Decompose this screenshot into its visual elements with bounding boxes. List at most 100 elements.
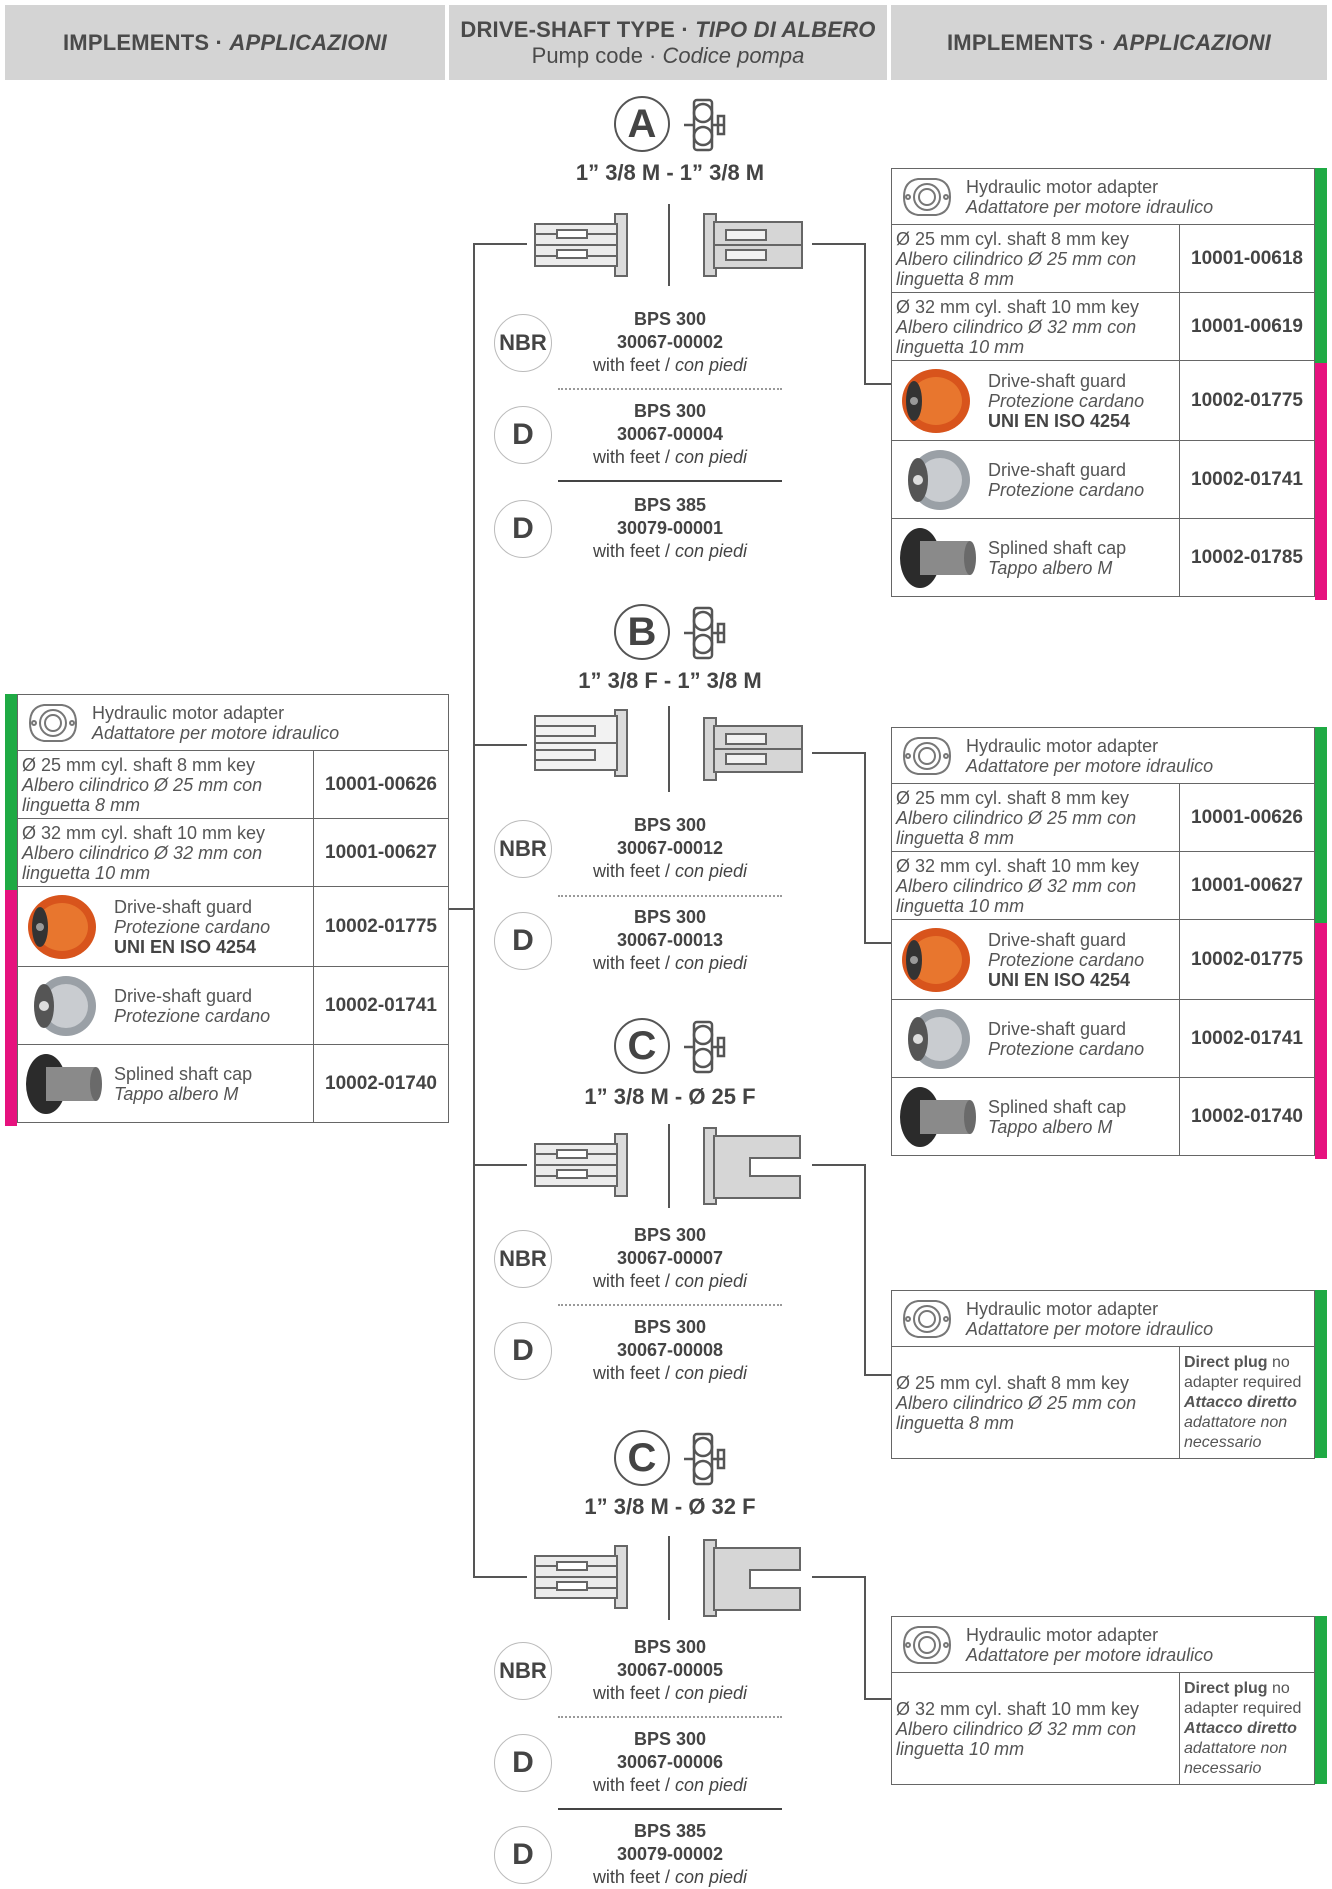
part-code: 10001-00619 (1179, 292, 1315, 361)
pump-entry: BPS 300 30067-00013 with feet / con piedi (550, 906, 790, 975)
right-link-c1-h1 (812, 1164, 866, 1166)
metal-guard-icon (908, 449, 970, 510)
guard-title: Drive-shaft guard (988, 459, 1127, 480)
cap-title-it: Tappo albero M (114, 1083, 239, 1104)
coupling-divider (668, 1536, 670, 1620)
part-code: 10002-01741 (313, 966, 449, 1045)
adapter-title-it: Adattatore per motore idraulico (966, 755, 1214, 776)
shaft-cap-icon (900, 527, 976, 588)
guard-title: Drive-shaft guard (114, 985, 253, 1006)
shaft-male-icon (703, 213, 803, 277)
motor-adapter-icon (28, 703, 78, 742)
branch-c2 (473, 1576, 527, 1578)
seal-badge-nbr: NBR (494, 820, 552, 878)
pump-model: BPS 300 (633, 1729, 707, 1749)
shaft-desc: Ø 25 mm cyl. shaft 8 mm key (896, 787, 1130, 808)
right-link-b-v (864, 752, 866, 944)
trunk-line (473, 243, 475, 1578)
motor-adapter-icon (902, 177, 952, 216)
pump-model: BPS 300 (633, 1225, 707, 1245)
guard-title-it: Protezione cardano (114, 1005, 271, 1026)
section-code-b: 1” 3/8 F - 1” 3/8 M (578, 668, 762, 693)
section-letter-c: C (614, 1018, 670, 1074)
part-code: 10002-01785 (1179, 518, 1315, 597)
section-code-a: 1” 3/8 M - 1” 3/8 M (575, 160, 765, 185)
metal-guard-icon (908, 1008, 970, 1069)
part-code: 10002-01740 (1179, 1077, 1315, 1156)
part-code: 10001-00627 (313, 818, 449, 887)
orange-guard-icon (28, 894, 96, 959)
header-right-label: IMPLEMENTS · (946, 29, 1114, 55)
motor-adapter-icon (902, 1299, 952, 1338)
seal-badge-d: D (494, 1826, 552, 1884)
pump-glyph-icon (684, 1020, 726, 1074)
motor-adapter-icon (902, 736, 952, 775)
pump-code: 30079-00002 (616, 1844, 724, 1864)
shaft-desc: Ø 25 mm cyl. shaft 8 mm key (22, 754, 256, 775)
cap-title: Splined shaft cap (114, 1063, 253, 1084)
pump-feet: with feet / (592, 1363, 675, 1383)
header-center-label: DRIVE-SHAFT TYPE · (460, 16, 696, 42)
shaft-male-icon (534, 213, 628, 277)
direct-plug-note-it: adattatore non necessario (1184, 1739, 1288, 1777)
cap-title: Splined shaft cap (988, 1096, 1127, 1117)
pump-feet: with feet / (592, 861, 675, 881)
coupling-divider (668, 706, 670, 792)
pump-glyph-icon (684, 1432, 726, 1486)
pump-model: BPS 385 (633, 495, 707, 515)
shaft-female-icon (534, 709, 628, 777)
part-code: 10001-00626 (313, 750, 449, 819)
shaft-desc: Ø 32 mm cyl. shaft 10 mm key (896, 1698, 1140, 1719)
pump-feet-it: con piedi (674, 953, 748, 973)
pump-feet-it: con piedi (674, 541, 748, 561)
pump-model: BPS 385 (633, 1821, 707, 1841)
pump-code: 30067-00013 (616, 930, 724, 950)
shaft-desc-it: Albero cilindrico Ø 32 mm con linguetta … (896, 316, 1137, 357)
shaft-desc-it: Albero cilindrico Ø 32 mm con linguetta … (896, 875, 1137, 916)
color-bar-green (1315, 168, 1327, 363)
pump-code: 30067-00007 (616, 1248, 724, 1268)
shaft-desc-it: Albero cilindrico Ø 25 mm con linguetta … (896, 1392, 1137, 1433)
direct-plug-label: Direct plug (1184, 1353, 1268, 1371)
part-code: 10002-01741 (1179, 999, 1315, 1078)
pump-feet: with feet / (592, 953, 675, 973)
header-left-label-it: APPLICAZIONI (229, 29, 387, 55)
pump-separator (558, 1808, 782, 1810)
header-center-label-it: TIPO DI ALBERO (695, 16, 876, 42)
cap-title-it: Tappo albero M (988, 1116, 1113, 1137)
section-code-c2: 1” 3/8 M - Ø 32 F (584, 1494, 756, 1519)
pump-code: 30067-00012 (616, 838, 724, 858)
direct-plug-note: no adapter required (1184, 1353, 1302, 1391)
seal-badge-d: D (494, 1322, 552, 1380)
shaft-male-icon (534, 1545, 628, 1609)
color-bar-green (1315, 1290, 1327, 1458)
pump-separator (558, 388, 782, 390)
shaft-desc: Ø 25 mm cyl. shaft 8 mm key (896, 1372, 1130, 1393)
adapter-title: Hydraulic motor adapter (966, 176, 1159, 197)
header-left: IMPLEMENTS · APPLICAZIONI (5, 5, 445, 80)
pump-feet: with feet / (592, 1867, 675, 1887)
seal-badge-nbr: NBR (494, 1230, 552, 1288)
pump-feet: with feet / (592, 1683, 675, 1703)
branch-c1 (473, 1164, 527, 1166)
pump-model: BPS 300 (633, 907, 707, 927)
guard-title: Drive-shaft guard (988, 929, 1127, 950)
pump-model: BPS 300 (633, 1317, 707, 1337)
right-link-c2-h1 (812, 1576, 866, 1578)
shaft-male-icon (703, 717, 803, 781)
pump-model: BPS 300 (633, 1637, 707, 1657)
